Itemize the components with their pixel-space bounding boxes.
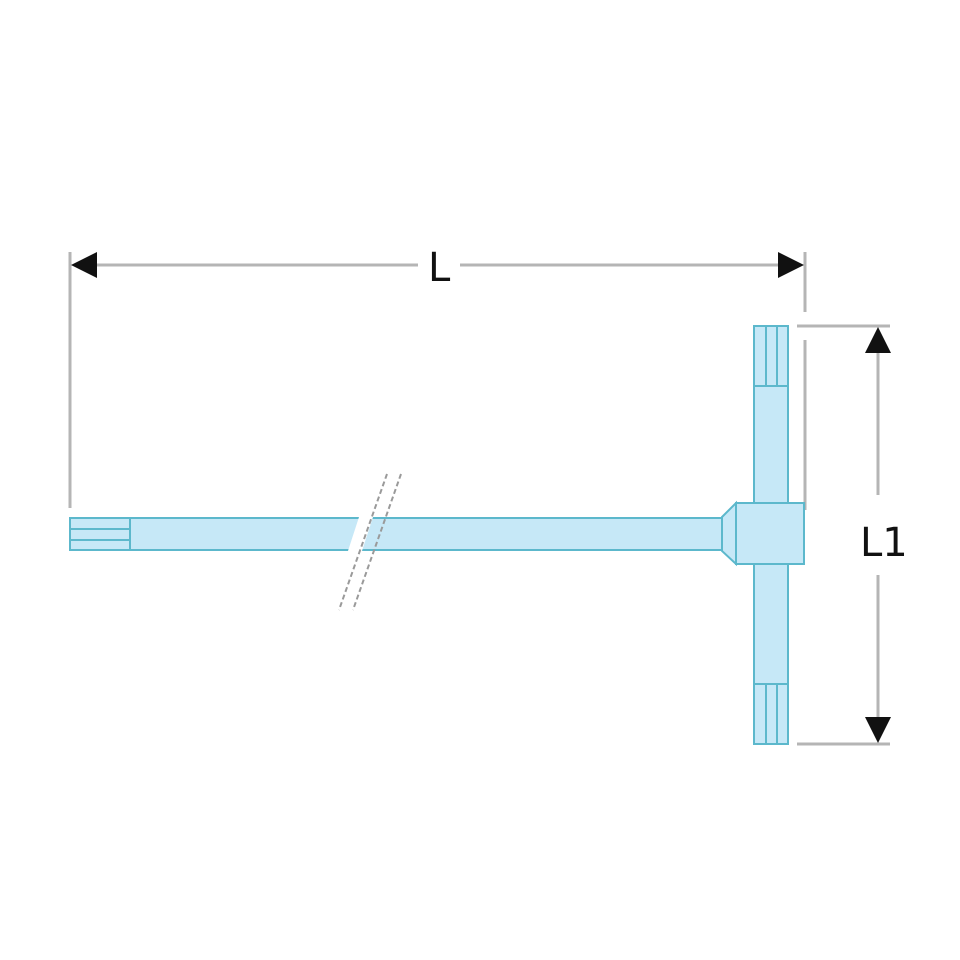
- arrow-left-icon: [71, 252, 97, 278]
- dimension-l: L: [71, 245, 804, 291]
- shaft: [69, 517, 731, 551]
- hub: [721, 500, 805, 567]
- dimension-label-l: L: [428, 245, 451, 291]
- dimension-label-l1: L1: [860, 520, 908, 566]
- dimension-l1: L1: [860, 327, 908, 743]
- arrow-up-icon: [865, 327, 891, 353]
- break-marks: [338, 473, 402, 611]
- arrow-right-icon: [778, 252, 804, 278]
- arrow-down-icon: [865, 717, 891, 743]
- extension-lines: [68, 252, 890, 746]
